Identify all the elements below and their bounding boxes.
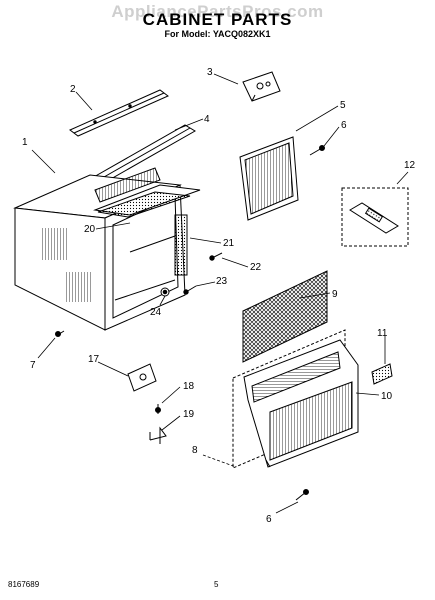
watermark: AppliancePartsPros.com — [111, 2, 324, 21]
callout-7: 7 — [30, 360, 36, 371]
callout-6-upper: 6 — [341, 120, 347, 131]
screw-part-22 — [209, 252, 223, 261]
model-subtitle: For Model: YACQ082XK1 — [164, 29, 271, 39]
screw-part-18 — [155, 404, 161, 414]
front-grille-assembly — [232, 329, 359, 469]
callout-3: 3 — [207, 67, 213, 78]
callout-20: 20 — [84, 224, 96, 235]
callout-12: 12 — [404, 160, 416, 171]
callout-1: 1 — [22, 137, 28, 148]
page-title: CABINET PARTS — [142, 10, 293, 29]
cabinet-body-part — [13, 167, 201, 331]
callout-2: 2 — [70, 84, 76, 95]
control-knob-part — [371, 363, 393, 385]
lower-bracket-part — [127, 363, 157, 392]
screw-part-upper — [309, 145, 325, 156]
callout-8: 8 — [192, 445, 198, 456]
callout-9: 9 — [332, 289, 338, 300]
page-number: 5 — [214, 580, 219, 589]
support-bracket-part — [149, 426, 167, 444]
callout-11: 11 — [377, 328, 388, 339]
callout-21: 21 — [223, 238, 235, 249]
top-bracket-part — [242, 71, 281, 102]
callout-5: 5 — [340, 100, 346, 111]
air-filter-part — [242, 270, 328, 363]
callout-22: 22 — [250, 262, 262, 273]
callout-10: 10 — [381, 391, 393, 402]
top-rail-part — [69, 89, 169, 137]
screw-part-lower — [295, 489, 309, 501]
callout-18: 18 — [183, 381, 195, 392]
side-curtain-part — [239, 136, 299, 221]
document-number: 8167689 — [8, 580, 40, 589]
leader-lines — [31, 73, 409, 514]
callout-24: 24 — [150, 307, 162, 318]
remote-control-part — [341, 187, 409, 247]
callout-23: 23 — [216, 276, 228, 287]
screw-part-7 — [55, 330, 65, 337]
callout-17: 17 — [88, 354, 100, 365]
callout-19: 19 — [183, 409, 195, 420]
screw-part-23 — [183, 285, 197, 295]
callout-6-lower: 6 — [266, 514, 272, 525]
callout-4: 4 — [204, 114, 210, 125]
